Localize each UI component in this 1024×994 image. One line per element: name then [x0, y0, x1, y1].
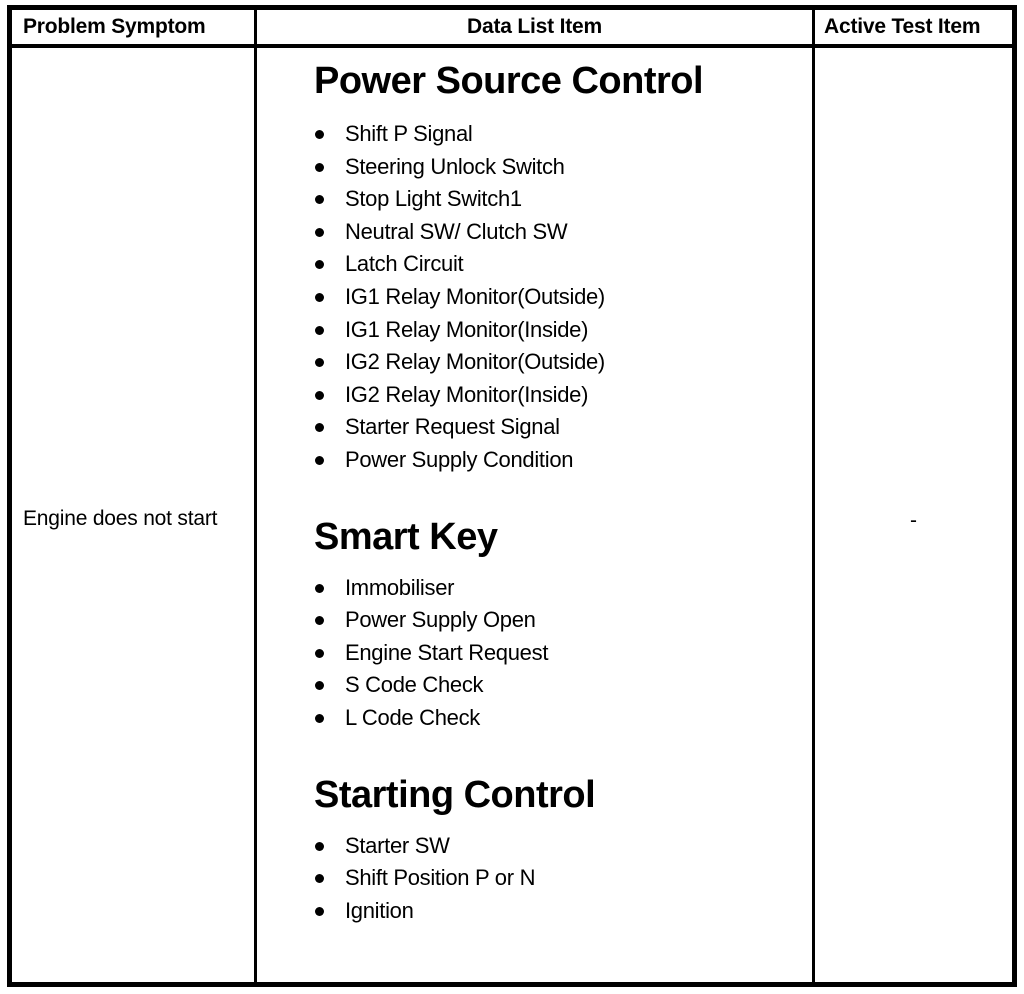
bullet-icon	[315, 713, 324, 723]
active-test-item-value: -	[910, 509, 917, 532]
list-item: Neutral SW/ Clutch SW	[314, 216, 812, 249]
cell-active-test-item: -	[815, 48, 1012, 987]
bullet-icon	[315, 874, 324, 884]
bullet-icon	[315, 583, 324, 593]
table-header-row: Problem Symptom Data List Item Active Te…	[12, 10, 1012, 48]
bullet-icon	[315, 130, 324, 139]
list-item: IG2 Relay Monitor(Inside)	[314, 379, 812, 412]
list-item-label: Power Supply Condition	[345, 446, 574, 472]
section-heading: Power Source Control	[314, 60, 704, 102]
list-item-label: Shift Position P or N	[345, 865, 536, 891]
bullet-icon	[315, 841, 324, 851]
section-heading: Starting Control	[314, 773, 596, 816]
list-item: L Code Check	[314, 702, 812, 735]
list-item-label: IG2 Relay Monitor(Inside)	[345, 381, 589, 407]
bullet-icon	[315, 423, 324, 433]
section-item-list: Starter SW Shift Position P or N Ignitio…	[314, 830, 812, 928]
bullet-icon	[315, 681, 324, 691]
list-item-label: S Code Check	[345, 672, 484, 698]
bullet-icon	[315, 358, 324, 368]
list-item-label: Immobiliser	[345, 574, 455, 600]
bullet-icon	[315, 292, 324, 302]
bullet-icon	[315, 648, 324, 658]
bullet-icon	[315, 616, 324, 626]
header-cell-active-test-item: Active Test Item	[815, 10, 1012, 44]
column-header-active-test-item: Active Test Item	[824, 15, 981, 38]
section-starting-control: Starting Control Starter SW Shift Positi…	[257, 735, 812, 928]
list-item: Latch Circuit	[314, 248, 812, 281]
list-item: Power Supply Open	[314, 604, 812, 637]
problem-symptom-value: Engine does not start	[23, 507, 218, 530]
header-cell-problem-symptom: Problem Symptom	[12, 10, 257, 44]
list-item: Stop Light Switch1	[314, 183, 812, 216]
list-item-label: IG1 Relay Monitor(Inside)	[345, 316, 589, 342]
bullet-icon	[315, 195, 324, 205]
list-item-label: IG1 Relay Monitor(Outside)	[345, 283, 605, 309]
list-item-label: Latch Circuit	[345, 251, 464, 277]
list-item-label: Shift P Signal	[345, 121, 473, 146]
list-item-label: L Code Check	[345, 704, 480, 730]
list-item: Shift Position P or N	[314, 862, 812, 895]
list-item: Shift P Signal	[314, 118, 812, 151]
bullet-icon	[315, 455, 324, 465]
bullet-icon	[315, 325, 324, 335]
list-item-label: Ignition	[345, 897, 414, 923]
list-item-label: Power Supply Open	[345, 607, 536, 633]
list-item-label: Stop Light Switch1	[345, 186, 522, 212]
bullet-icon	[315, 227, 324, 237]
cell-problem-symptom: Engine does not start	[12, 48, 257, 987]
list-item-label: IG2 Relay Monitor(Outside)	[345, 349, 605, 375]
list-item-label: Starter SW	[345, 832, 450, 858]
section-smart-key: Smart Key Immobiliser Power Supply Open …	[257, 477, 812, 735]
cell-data-list-item: Power Source Control Shift P Signal Stee…	[257, 48, 815, 987]
list-item: Immobiliser	[314, 572, 812, 605]
section-heading: Smart Key	[314, 515, 498, 558]
column-header-problem-symptom: Problem Symptom	[23, 15, 206, 38]
list-item: S Code Check	[314, 669, 812, 702]
bullet-icon	[315, 260, 324, 270]
header-cell-data-list-item: Data List Item	[257, 10, 815, 44]
bullet-icon	[315, 390, 324, 400]
table-row: Engine does not start Power Source Contr…	[12, 48, 1012, 987]
list-item: IG1 Relay Monitor(Outside)	[314, 281, 812, 314]
list-item-label: Steering Unlock Switch	[345, 153, 565, 179]
column-header-data-list-item: Data List Item	[467, 15, 602, 38]
list-item: Power Supply Condition	[314, 444, 812, 477]
section-item-list: Immobiliser Power Supply Open Engine Sta…	[314, 572, 812, 735]
bullet-icon	[315, 906, 324, 916]
section-power-source-control: Power Source Control Shift P Signal Stee…	[257, 48, 812, 477]
list-item: Steering Unlock Switch	[314, 151, 812, 184]
list-item: Starter SW	[314, 830, 812, 863]
list-item: IG1 Relay Monitor(Inside)	[314, 314, 812, 347]
section-item-list: Shift P Signal Steering Unlock Switch St…	[314, 118, 812, 477]
list-item: Engine Start Request	[314, 637, 812, 670]
list-item: Starter Request Signal	[314, 411, 812, 444]
list-item: IG2 Relay Monitor(Outside)	[314, 346, 812, 379]
list-item-label: Engine Start Request	[345, 639, 549, 665]
bullet-icon	[315, 162, 324, 172]
list-item-label: Neutral SW/ Clutch SW	[345, 218, 568, 244]
diagnostic-table: Problem Symptom Data List Item Active Te…	[7, 5, 1017, 987]
list-item: Ignition	[314, 895, 812, 928]
list-item-label: Starter Request Signal	[345, 414, 560, 440]
